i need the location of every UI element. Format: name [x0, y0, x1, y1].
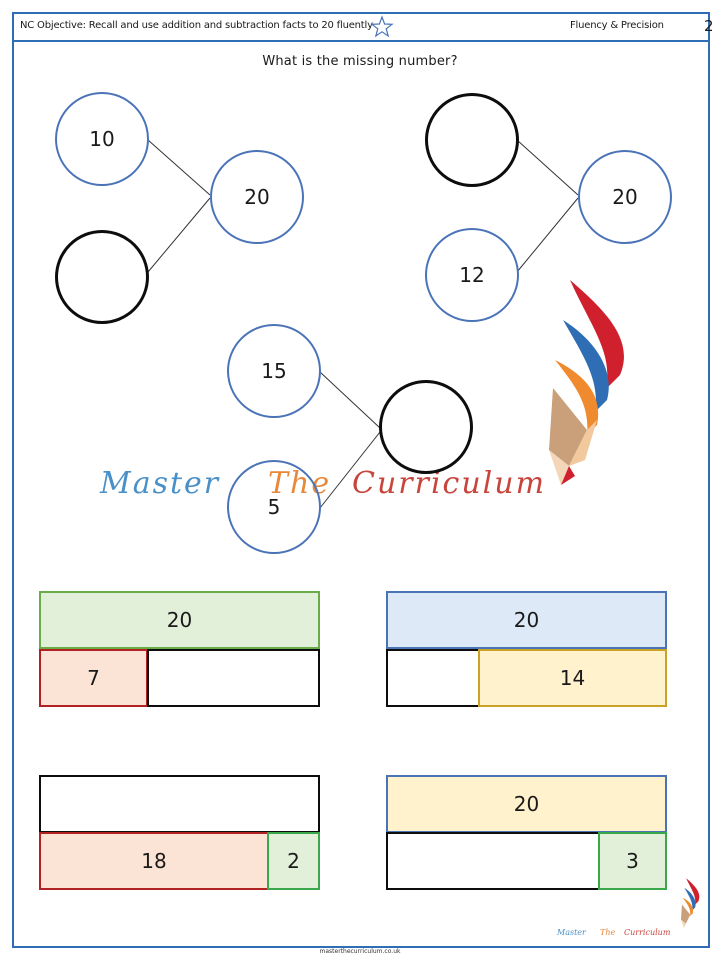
whole-circle: 20	[210, 150, 304, 244]
watermark-curriculum: Curriculum	[352, 466, 547, 501]
page-number: 2	[704, 17, 714, 35]
part-circle: 12	[425, 228, 519, 322]
answer-circle[interactable]	[55, 230, 149, 324]
bar-whole: 20	[386, 775, 667, 833]
star-outline-icon	[370, 15, 394, 38]
bar-part: 14	[478, 649, 667, 707]
question-heading: What is the missing number?	[262, 54, 458, 69]
bar-whole: 20	[39, 591, 320, 649]
bar-answer[interactable]	[39, 775, 320, 833]
bar-whole: 20	[386, 591, 667, 649]
footer-brand-master: Master	[557, 928, 586, 937]
bar-part: 3	[598, 832, 667, 890]
part-circle: 5	[227, 460, 321, 554]
footer-url[interactable]: masterthecurriculum.co.uk	[319, 948, 401, 955]
answer-circle[interactable]	[379, 380, 473, 474]
bar-part: 2	[267, 832, 320, 890]
answer-circle[interactable]	[425, 93, 519, 187]
mini-pencil-logo-icon	[680, 878, 700, 929]
footer-brand-the: The	[600, 928, 616, 937]
watermark-master: Master	[100, 466, 221, 501]
part-circle: 15	[227, 324, 321, 418]
whole-circle: 20	[578, 150, 672, 244]
bar-part: 18	[39, 832, 269, 890]
bar-answer[interactable]	[386, 649, 480, 707]
section-label: Fluency & Precision	[570, 20, 664, 31]
bar-answer[interactable]	[147, 649, 320, 707]
pencil-logo-icon	[549, 280, 624, 485]
part-circle: 10	[55, 92, 149, 186]
bar-part: 7	[39, 649, 148, 707]
header-bar: NC Objective: Recall and use addition an…	[12, 12, 714, 42]
footer-brand-curriculum: Curriculum	[624, 928, 671, 937]
objective-text: NC Objective: Recall and use addition an…	[20, 20, 373, 31]
bar-answer[interactable]	[386, 832, 600, 890]
